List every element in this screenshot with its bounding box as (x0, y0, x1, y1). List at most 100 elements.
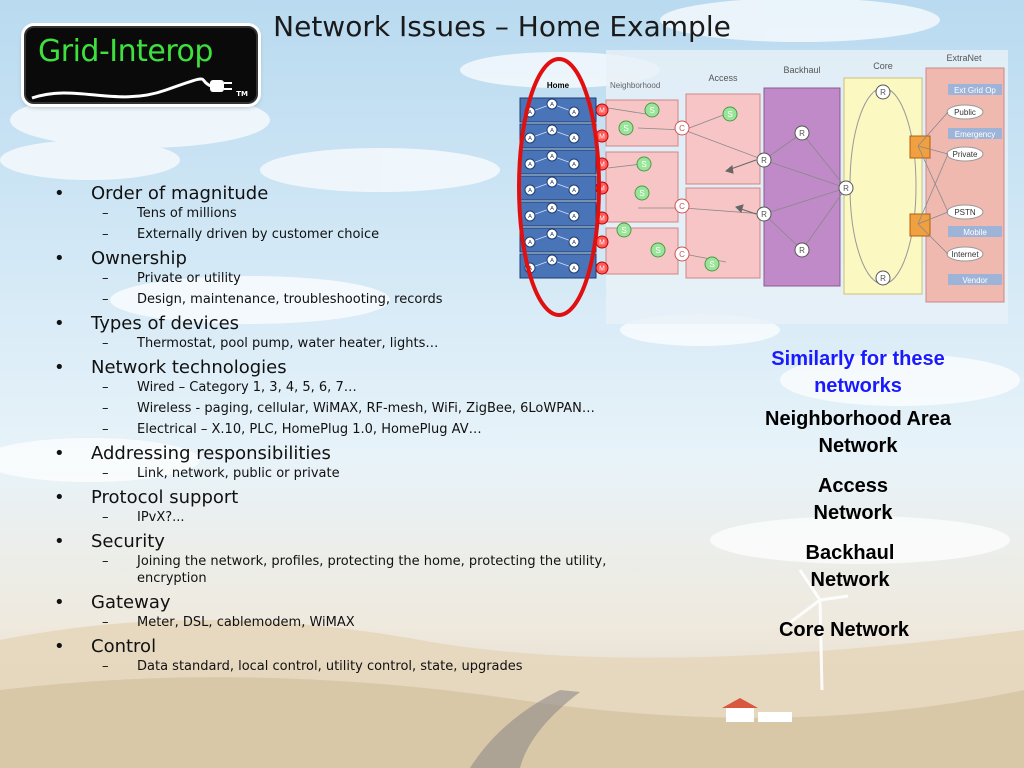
svg-text:A: A (550, 258, 554, 264)
smart-node: S (650, 242, 666, 258)
neighborhood-network-label: Neighborhood Area Network (765, 408, 951, 457)
appliance-node: A (546, 98, 558, 110)
bullet-label: Order of magnitude (54, 182, 654, 205)
smart-node: S (722, 106, 738, 122)
core-zone (843, 77, 923, 295)
svg-text:S: S (623, 124, 628, 133)
slide-title: Network Issues – Home Example (273, 10, 731, 43)
appliance-node: A (546, 176, 558, 188)
meter-node: M (595, 103, 609, 117)
sub-bullet: Electrical – X.10, PLC, HomePlug 1.0, Ho… (102, 421, 654, 438)
svg-text:S: S (649, 106, 654, 115)
bullet-item: Addressing responsibilities Link, networ… (54, 442, 654, 482)
svg-text:A: A (572, 188, 576, 194)
home-block: A A A (519, 97, 597, 123)
sub-bullet: Design, maintenance, troubleshooting, re… (102, 291, 654, 308)
bullet-item: Gateway Meter, DSL, cablemodem, WiMAX (54, 591, 654, 631)
extranet-pstn: PSTN (954, 208, 976, 217)
zone-label-home: Home (547, 81, 570, 90)
svg-text:A: A (572, 266, 576, 272)
sub-bullet: IPvX?... (102, 509, 654, 526)
svg-text:R: R (880, 88, 886, 97)
appliance-node: A (546, 254, 558, 266)
home-highlight-ring (517, 57, 601, 317)
logo-text: Grid-Interop (38, 34, 213, 69)
svg-text:A: A (528, 136, 532, 142)
collector-node: C (674, 120, 690, 136)
router-node: R (875, 84, 891, 100)
svg-text:R: R (799, 129, 805, 138)
svg-text:A: A (572, 136, 576, 142)
router-node: R (875, 270, 891, 286)
zone-label-backhaul: Backhaul (783, 65, 820, 75)
extranet-private: Private (953, 150, 978, 159)
home-block: A A A (519, 175, 597, 201)
backhaul-network-label: Backhaul Network (805, 542, 895, 591)
zone-label-extranet: ExtraNet (946, 53, 982, 63)
svg-text:S: S (655, 246, 660, 255)
svg-text:A: A (550, 180, 554, 186)
home-block: AAA (519, 253, 597, 279)
bullet-label: Security (54, 530, 654, 553)
bullet-label: Ownership (54, 247, 654, 270)
svg-text:C: C (679, 124, 685, 133)
router-node: R (756, 152, 772, 168)
bullet-item: Control Data standard, local control, ut… (54, 635, 654, 675)
bullet-label: Network technologies (54, 356, 654, 379)
svg-text:A: A (528, 110, 532, 116)
svg-text:S: S (727, 110, 732, 119)
sub-bullet: Joining the network, profiles, protectin… (102, 553, 654, 587)
extranet-emergency: Emergency (955, 130, 995, 139)
svg-text:A: A (572, 214, 576, 220)
home-block: A A A (519, 123, 597, 149)
appliance-node: A (568, 262, 580, 274)
appliance-node: A (568, 132, 580, 144)
bullet-label: Control (54, 635, 654, 658)
sub-bullet: Tens of millions (102, 205, 654, 222)
svg-text:S: S (639, 189, 644, 198)
home-block: AAA (519, 201, 597, 227)
appliance-node: A (524, 158, 536, 170)
smart-node: S (644, 102, 660, 118)
appliance-node: A (524, 184, 536, 196)
appliance-node: A (568, 106, 580, 118)
svg-text:R: R (761, 210, 767, 219)
bullet-item: Network technologies Wired – Category 1,… (54, 356, 654, 438)
logo-trademark: TM (236, 90, 248, 98)
svg-text:R: R (799, 246, 805, 255)
svg-text:M: M (599, 107, 605, 114)
svg-text:A: A (528, 188, 532, 194)
smart-node: S (618, 120, 634, 136)
svg-text:A: A (572, 110, 576, 116)
appliance-node: A (568, 236, 580, 248)
home-block: AAA (519, 227, 597, 253)
collector-node: C (674, 246, 690, 262)
arrow-icons (724, 159, 757, 215)
appliance-node: A (568, 210, 580, 222)
bullet-label: Types of devices (54, 312, 654, 335)
similarly-heading: Similarly for these networks (771, 348, 945, 397)
bullet-label: Gateway (54, 591, 654, 614)
appliance-node: A (524, 132, 536, 144)
extranet-public: Public (954, 108, 976, 117)
svg-text:A: A (550, 232, 554, 238)
svg-text:C: C (679, 250, 685, 259)
svg-text:S: S (709, 260, 714, 269)
appliance-node: A (524, 236, 536, 248)
sub-bullet: Meter, DSL, cablemodem, WiMAX (102, 614, 654, 631)
sub-bullet: Wireless - paging, cellular, WiMAX, RF-m… (102, 400, 654, 417)
collector-node: C (674, 198, 690, 214)
smart-node: S (616, 222, 632, 238)
appliance-node: A (546, 228, 558, 240)
router-node: R (794, 125, 810, 141)
appliance-node: A (546, 124, 558, 136)
extranet-zone (925, 67, 1005, 303)
bullet-item: Types of devices Thermostat, pool pump, … (54, 312, 654, 352)
svg-text:R: R (880, 274, 886, 283)
smart-node: S (704, 256, 720, 272)
bullet-list: Order of magnitude Tens of millions Exte… (54, 182, 654, 679)
sub-bullet: Private or utility (102, 270, 654, 287)
svg-text:M: M (599, 161, 605, 168)
svg-text:A: A (550, 102, 554, 108)
